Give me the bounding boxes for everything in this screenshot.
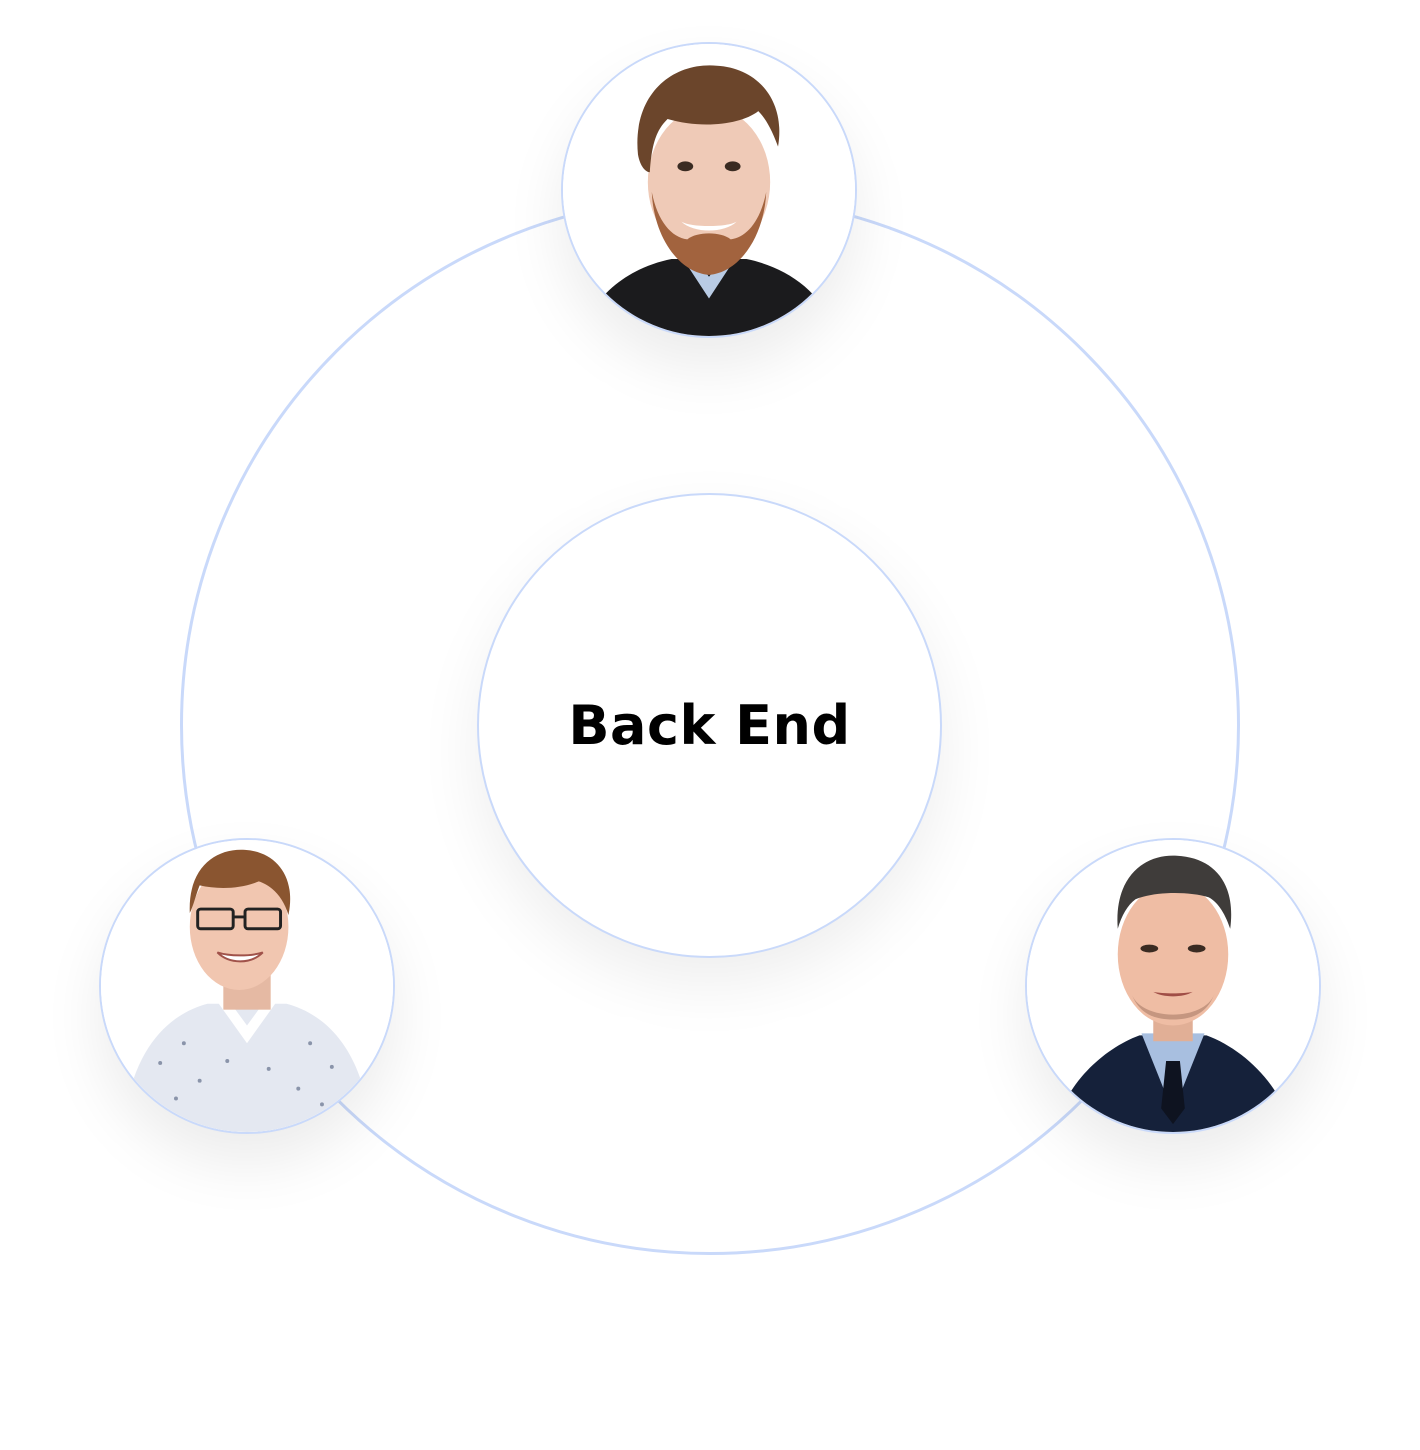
person-avatar-icon <box>1027 840 1319 1132</box>
center-label: Back End <box>568 694 851 757</box>
center-node: Back End <box>477 493 942 958</box>
member-avatar-top[interactable] <box>561 42 857 338</box>
person-avatar-icon <box>563 44 855 336</box>
member-avatar-right[interactable] <box>1025 838 1321 1134</box>
member-avatar-left[interactable] <box>99 838 395 1134</box>
person-avatar-icon <box>101 840 393 1132</box>
